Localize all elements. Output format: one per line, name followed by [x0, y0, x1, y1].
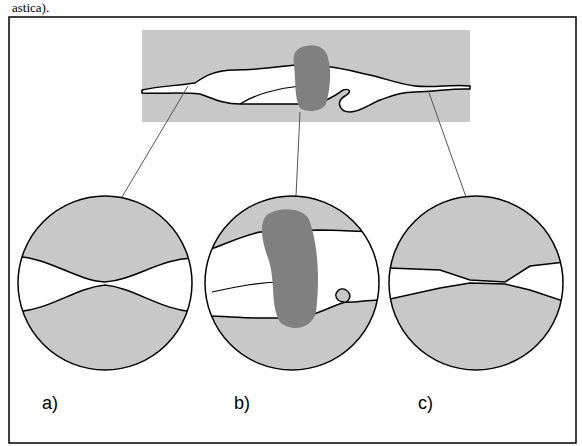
detail-a [15, 193, 195, 373]
frame [9, 17, 576, 443]
leader-line [122, 86, 466, 197]
detail-label: c) [418, 394, 433, 414]
detail-label: b) [234, 394, 250, 414]
detail-c [386, 193, 566, 373]
detail-label: a) [42, 394, 58, 414]
detail-b [202, 193, 382, 373]
cropped-caption: astica). [12, 1, 49, 15]
specimen [142, 30, 470, 122]
